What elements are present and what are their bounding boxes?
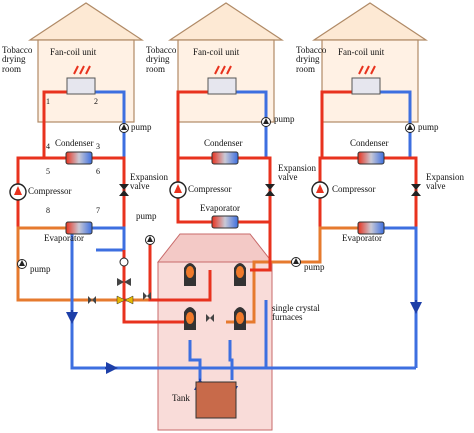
expansion-3-label: Expansion valve [426, 172, 464, 192]
evaporator-1-label: Evaporator [44, 233, 84, 243]
condenser-3-label: Condenser [350, 138, 389, 148]
fancoil-1-label: Fan-coil unit [50, 47, 97, 57]
fancoil-3-label: Fan-coil unit [338, 47, 385, 57]
pump-icon [17, 259, 27, 269]
state-point-label: 1 [46, 97, 50, 106]
pump-label: pump [274, 114, 295, 124]
fancoil-2-label: Fan-coil unit [193, 47, 240, 57]
state-point-label: 7 [96, 206, 100, 215]
pump-label: pump [418, 122, 439, 132]
state-point-label: 4 [46, 142, 50, 151]
furnace-3 [184, 307, 196, 330]
pump-label: pump [30, 264, 51, 274]
compressor-icon [169, 181, 187, 199]
three-way-valve-icon [116, 295, 134, 305]
evaporator-2-label: Evaporator [200, 203, 240, 213]
fan-coil-icon [207, 65, 237, 95]
condenser-3-icon [357, 151, 385, 165]
expansion-valve-icon [265, 184, 275, 196]
expansion-valve-icon [411, 184, 421, 196]
furnace-1 [184, 263, 196, 286]
furnace-water-pipes [70, 222, 416, 380]
furnace-2 [234, 263, 246, 286]
pump-label: pump [136, 211, 157, 221]
pump-icon [119, 257, 129, 267]
state-point-label: 5 [46, 167, 50, 176]
evaporator-3-label: Evaporator [342, 233, 382, 243]
evaporator-3-icon [357, 221, 385, 235]
evaporator-1-icon [65, 221, 93, 235]
water-tank [195, 381, 237, 419]
valve-icon [88, 278, 214, 322]
pump-icon [261, 117, 271, 127]
state-point-label: 6 [96, 167, 100, 176]
pump-label: pump [131, 122, 152, 132]
state-point-label: 8 [46, 206, 50, 215]
tank-label: Tank [172, 393, 190, 403]
pump-icon [405, 123, 415, 133]
pump-icon [119, 123, 129, 133]
furnace-label: single crystal furnaces [272, 303, 320, 323]
fan-coil-icon [351, 65, 381, 95]
compressor-2-label: Compressor [188, 184, 232, 194]
expansion-valve-icon [119, 184, 129, 196]
room-1-label: Tobacco drying room [2, 45, 33, 74]
compressor-3-label: Compressor [332, 184, 376, 194]
room-2-label: Tobacco drying room [146, 45, 177, 74]
condenser-1-icon [65, 151, 93, 165]
furnace-4 [234, 307, 246, 330]
expansion-1-label: Expansion valve [130, 172, 168, 192]
pump-label: pump [304, 262, 325, 272]
unit-3-pipes [290, 90, 418, 368]
pump-icon [145, 235, 155, 245]
pump-icon [291, 257, 301, 267]
expansion-2-label: Expansion valve [278, 163, 316, 183]
drying-room-1 [28, 2, 144, 123]
fan-coil-icon [66, 65, 96, 95]
compressor-icon [9, 183, 27, 201]
compressor-1-label: Compressor [28, 186, 72, 196]
condenser-2-label: Condenser [204, 138, 243, 148]
room-3-label: Tobacco drying room [296, 45, 327, 74]
condenser-1-label: Condenser [55, 138, 94, 148]
state-point-label: 2 [94, 97, 98, 106]
evaporator-2-icon [211, 215, 239, 229]
condenser-2-icon [211, 151, 239, 165]
state-point-label: 3 [96, 142, 100, 151]
compressor-icon [311, 181, 329, 199]
